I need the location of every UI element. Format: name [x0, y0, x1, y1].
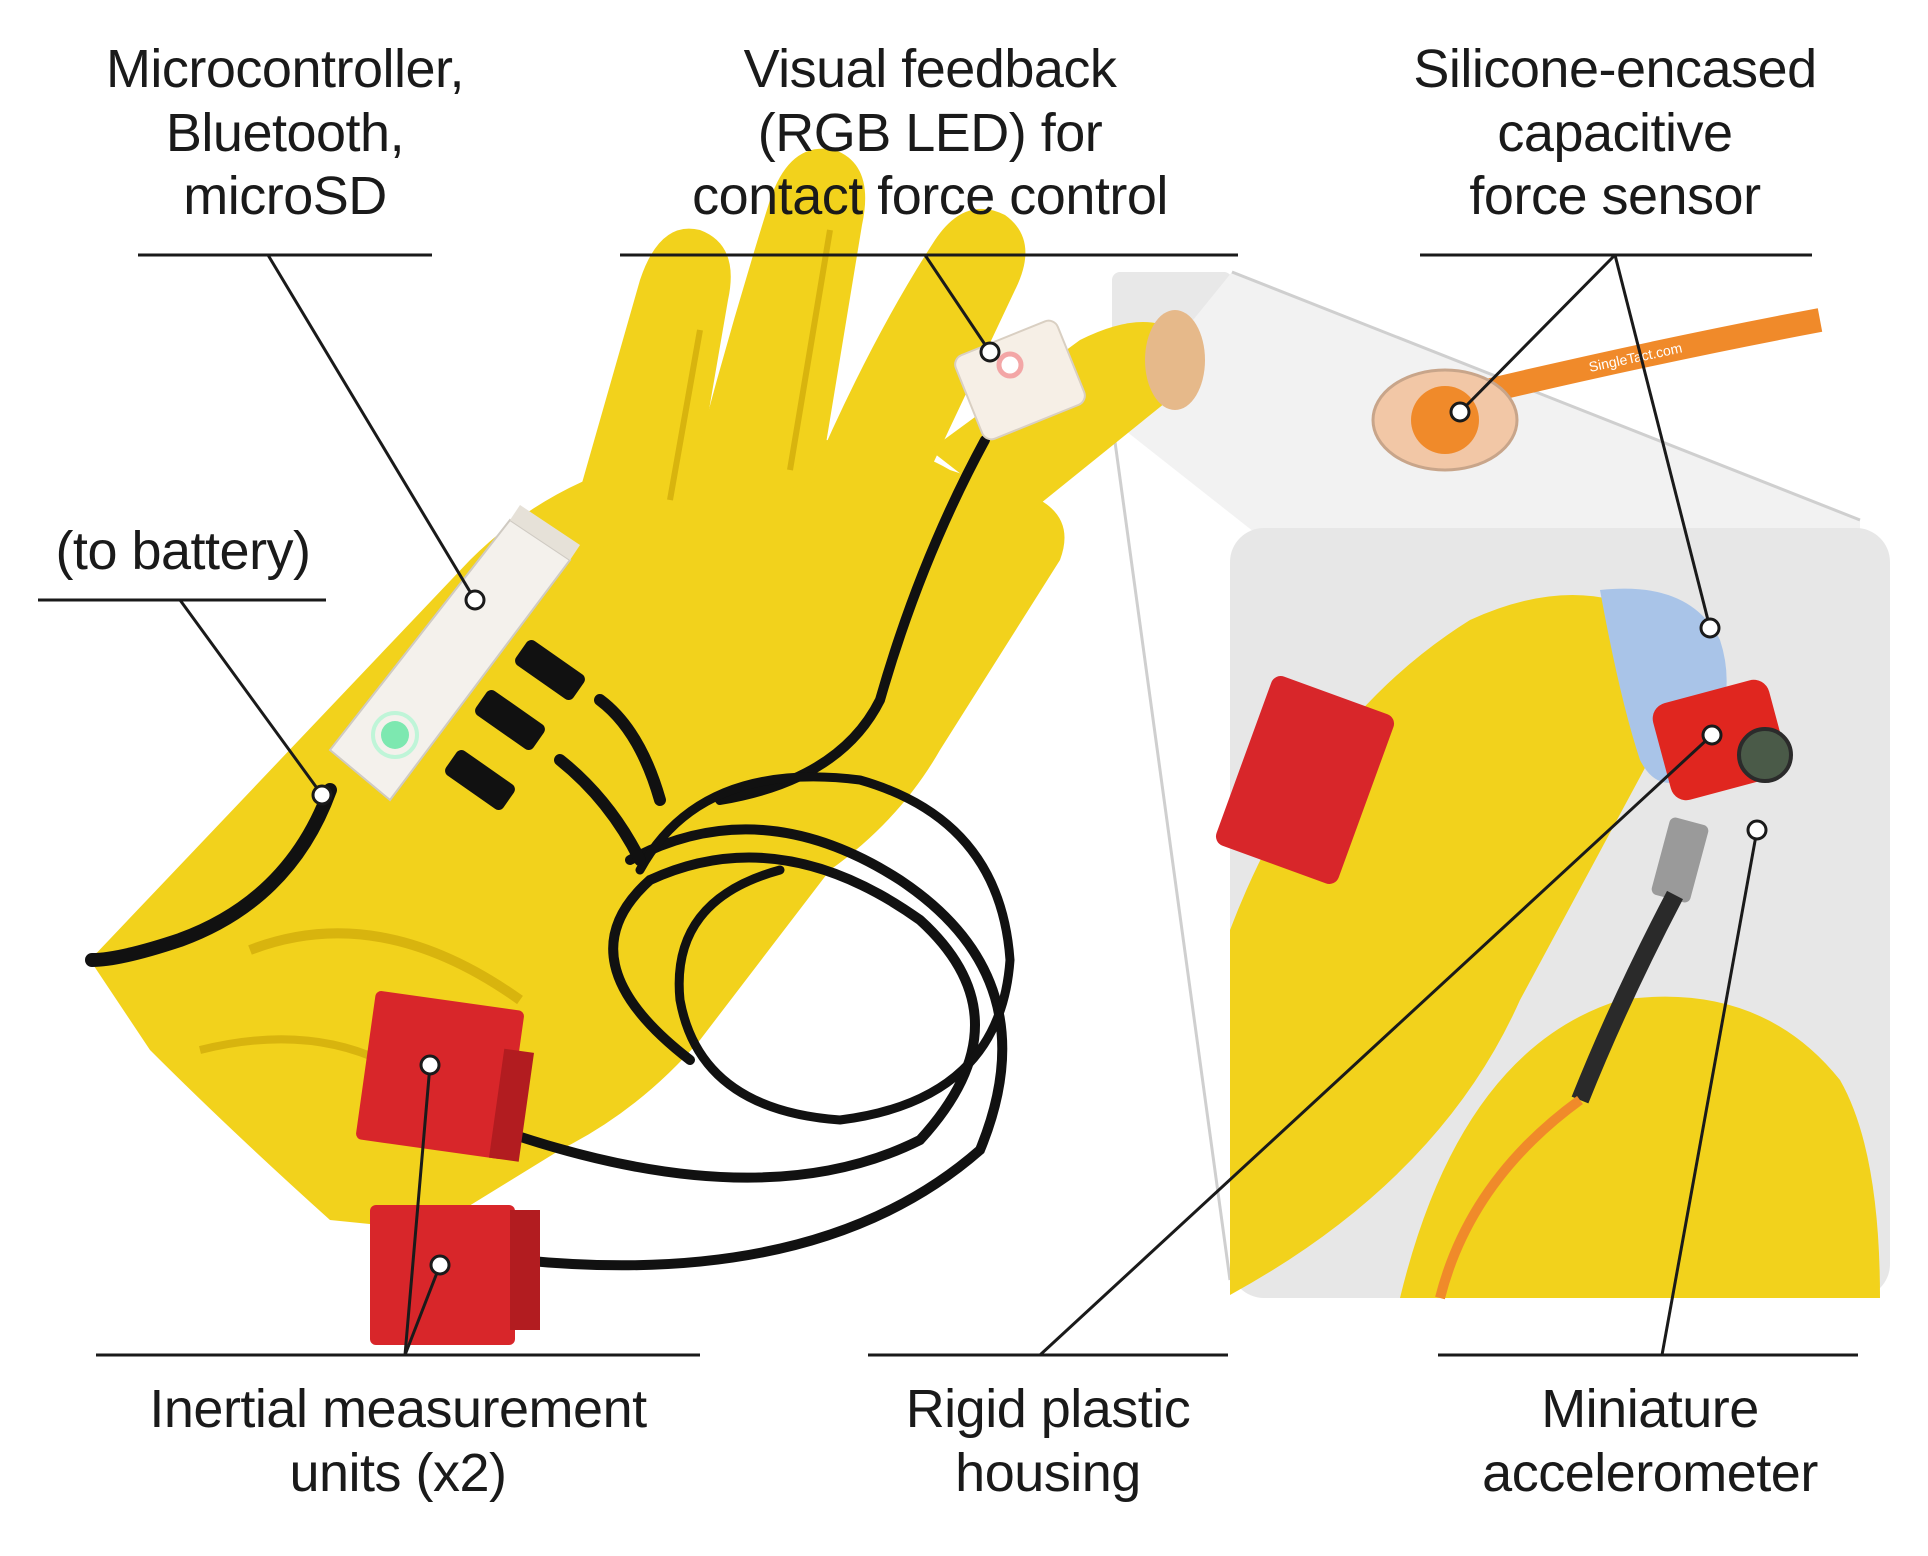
glove-fold-1 [248, 928, 523, 1005]
sensor-strip [1467, 308, 1823, 407]
glove-finger-4 [930, 322, 1188, 520]
sensor-disk [1411, 386, 1479, 454]
leader-housing [1038, 733, 1714, 1357]
dot-accelerometer [1746, 819, 1768, 841]
imu-box-2-side [510, 1210, 540, 1330]
glove-finger-2 [680, 148, 866, 521]
cables [85, 435, 1015, 1271]
leader-visual-feedback [923, 254, 992, 353]
imu-cable-1 [495, 852, 980, 1183]
cable-loop [635, 772, 1015, 1125]
label-microcontroller: Microcontroller, Bluetooth, microSD [105, 39, 465, 227]
inset-connector [1651, 817, 1709, 903]
leader-imu-a [403, 1064, 432, 1356]
audio-jack-1 [515, 639, 585, 701]
annotation-lines [38, 253, 1858, 1357]
inset-glove-lower [1400, 996, 1880, 1298]
leader-imu-b [403, 1264, 442, 1356]
dot-microcontroller [464, 589, 486, 611]
glove-fold-3 [667, 329, 703, 501]
dot-battery [311, 784, 333, 806]
glove-finger-3 [810, 208, 1026, 480]
rgb-led-light [996, 351, 1024, 379]
leader-silicone-sensor-b [1613, 254, 1712, 629]
inset-finger [1215, 588, 1880, 1300]
mcu-led-glow [371, 711, 419, 759]
dot-imu-b [429, 1254, 451, 1276]
inset-accelerometer [1737, 727, 1793, 783]
inset-red-housing-back [1215, 676, 1395, 884]
dot-housing [1701, 724, 1723, 746]
inset-accel-cable [1571, 890, 1683, 1104]
inset-orange-wire [1435, 1095, 1583, 1300]
glove-body [90, 440, 1065, 1230]
audio-jack-3 [445, 749, 515, 811]
label-battery: (to battery) [55, 521, 311, 581]
mcu-box-top [510, 505, 580, 560]
dot-silicone-sensor-a [1449, 401, 1471, 423]
force-sensor: SingleTact.com [1371, 308, 1823, 472]
imu-box-1 [356, 991, 524, 1159]
glove-fold-4 [787, 229, 833, 471]
audio-jack-2 [475, 689, 545, 751]
zoom-line-top [1231, 270, 1861, 522]
label-silicone-sensor: Silicone-encased capacitive force sensor [1413, 39, 1817, 227]
leader-battery [178, 599, 324, 796]
dot-imu-a [419, 1054, 441, 1076]
leader-accelerometer [1660, 829, 1759, 1356]
imu-units [356, 991, 540, 1345]
zoom-line-bottom [1110, 419, 1232, 1281]
label-accelerometer: Miniature accelerometer [1482, 1379, 1818, 1503]
mcu-green-led [381, 721, 409, 749]
jack-cable-1 [594, 694, 666, 806]
leader-silicone-sensor-a [1458, 253, 1617, 414]
dot-visual-feedback [979, 341, 1001, 363]
microcontroller-box [328, 505, 585, 811]
jack-cable-2 [554, 754, 646, 866]
label-visual-feedback: Visual feedback (RGB LED) for contact fo… [692, 39, 1168, 227]
leader-microcontroller [266, 254, 477, 601]
glove [90, 148, 1205, 1230]
label-imu: Inertial measurement units (x2) [149, 1379, 647, 1503]
glove-finger-1 [560, 228, 731, 561]
imu-box-1-side [488, 1048, 534, 1162]
fingertip-sensor-cap [1145, 310, 1205, 410]
dot-silicone-sensor-b [1699, 617, 1721, 639]
label-housing: Rigid plastic housing [905, 1379, 1191, 1503]
imu-cable-2 [515, 824, 1008, 1271]
battery-cable [85, 783, 337, 967]
